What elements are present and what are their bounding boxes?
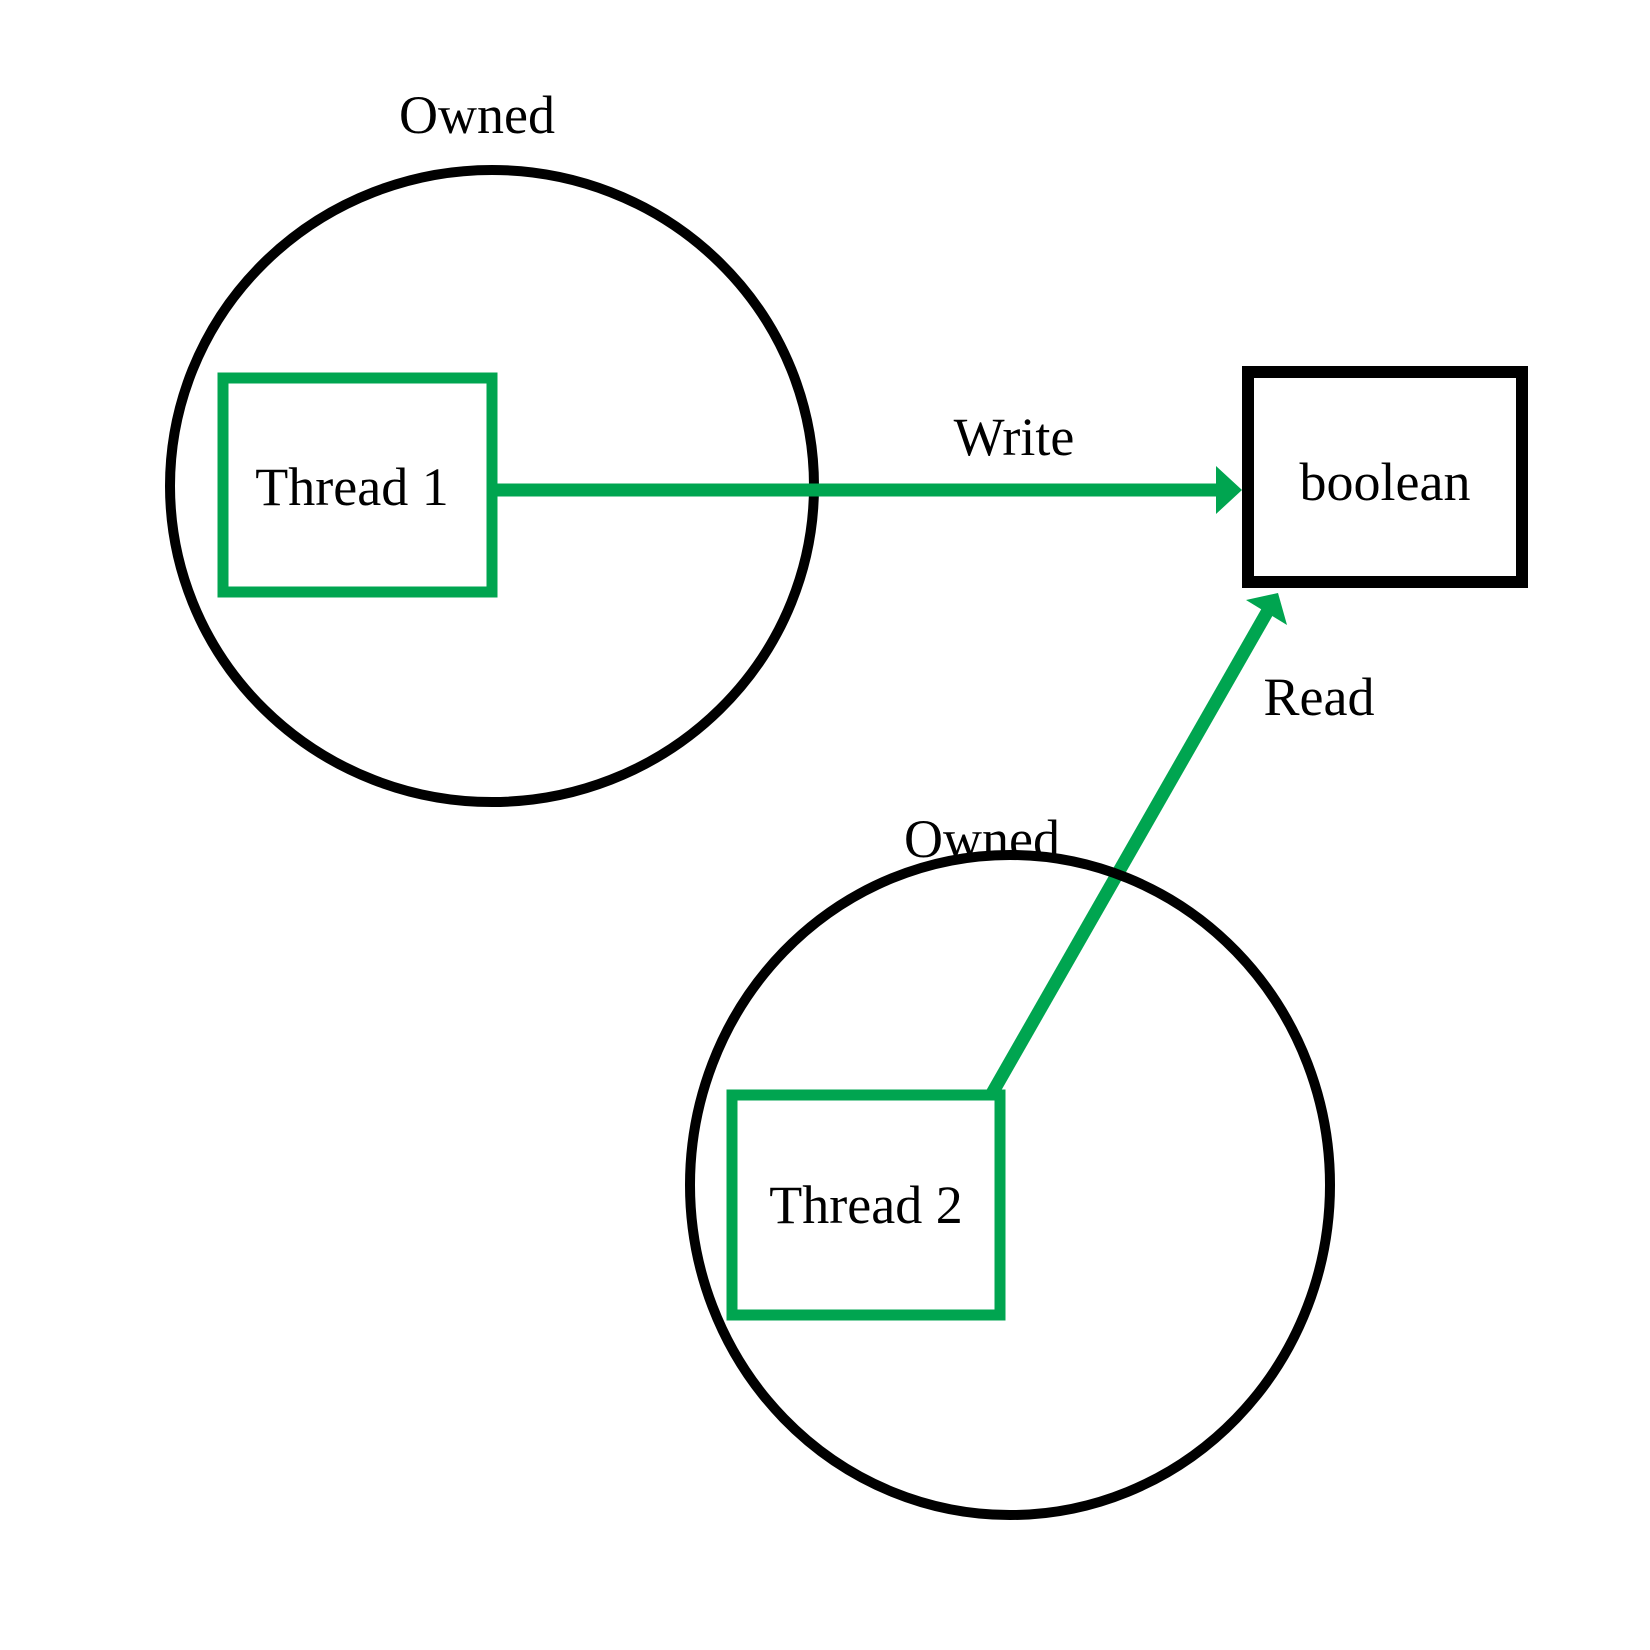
thread2-box xyxy=(726,1089,1006,1321)
write-arrowhead xyxy=(1216,466,1242,514)
thread1-label: Thread 1 xyxy=(255,457,448,517)
read-arrow-line xyxy=(984,603,1276,1101)
read-edge-label: Read xyxy=(1264,667,1375,727)
boolean-box xyxy=(1242,366,1528,588)
thread1-box xyxy=(217,372,498,598)
read-arrowhead xyxy=(1246,593,1287,625)
boolean-label: boolean xyxy=(1300,452,1471,512)
owned-circle-2 xyxy=(685,850,1335,1520)
write-edge-label: Write xyxy=(954,407,1075,467)
owned-label-1: Owned xyxy=(399,85,555,145)
thread2-label: Thread 2 xyxy=(769,1175,962,1235)
